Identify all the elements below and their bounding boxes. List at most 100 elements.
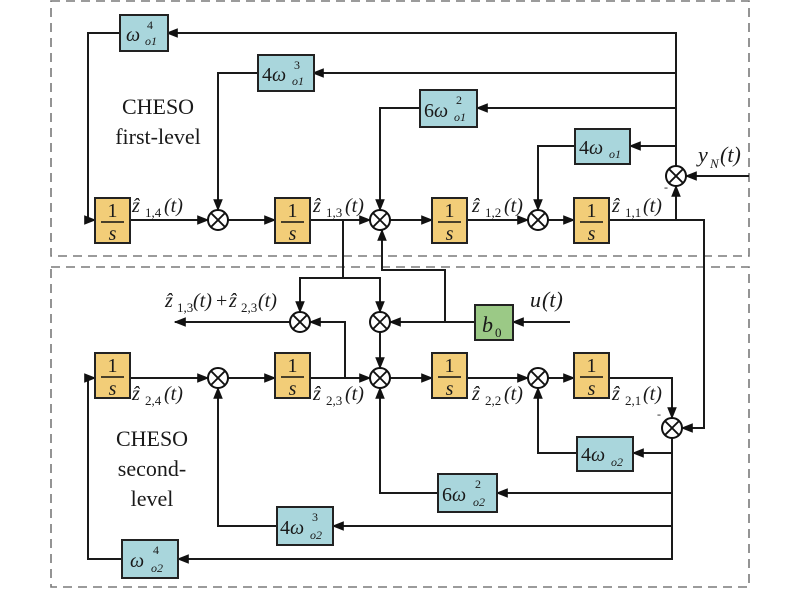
stage2-wires [84,373,677,564]
stage2-title-line2: second- [118,456,186,481]
stage2-sum-4-summing-junction-icon [207,367,229,389]
state-label-z23: ẑ 2,3 (t) [312,383,364,408]
svg-text:ẑ: ẑ [228,290,237,312]
svg-text:2,3: 2,3 [241,300,257,315]
stage2-sum-3-summing-junction-icon [369,367,391,389]
b0-gain-block: b 0 [474,304,514,341]
svg-text:(t): (t) [345,195,364,217]
svg-text:ẑ: ẑ [131,383,140,405]
svg-text:2,1: 2,1 [625,393,641,408]
b0-base: b [482,312,493,337]
output-label-z13-plus-z23: ẑ 1,3 (t) + ẑ 2,3 (t) [164,290,277,315]
integrator-numerator: 1 [288,200,298,222]
integrator-numerator: 1 [445,355,455,377]
integrator-numerator: 1 [288,355,298,377]
svg-text:1,3: 1,3 [177,300,193,315]
stage1-integrator-1: 1 s [573,197,610,245]
svg-text:(t): (t) [164,195,183,217]
stage2-integrator-2: 1 s [431,352,468,400]
stage1-title-line2: first-level [115,124,201,149]
stage1-error-sum-summing-junction-icon [665,165,687,187]
svg-text:(t): (t) [643,383,662,405]
integrator-numerator: 1 [108,200,118,222]
svg-text:4ω: 4ω [579,137,603,159]
svg-text:1,3: 1,3 [326,205,342,220]
svg-text:1,4: 1,4 [145,205,162,220]
input-label-yN: y N (t) [696,142,741,171]
svg-text:4ω: 4ω [262,64,286,86]
integrator-denominator: s [109,223,117,245]
state-label-z11: ẑ 1,1 (t) [611,195,662,220]
svg-text:N: N [709,156,720,171]
stage2-integrator-3: 1 s [274,352,311,400]
gain-subscript: o1 [292,74,304,88]
gain-4-omega-o2: 4ω o2 [576,436,634,472]
middle-wires [173,220,570,378]
svg-text:(t): (t) [504,195,523,217]
svg-text:ẑ: ẑ [312,195,321,217]
gain-subscript: o2 [611,455,623,469]
svg-text:4ω: 4ω [280,517,304,539]
gain-superscript: 4 [147,18,153,32]
state-label-z13: ẑ 1,3 (t) [312,195,364,220]
gain-4-omega-o1-3: 4ω 3 o1 [257,54,315,92]
svg-text:ω: ω [126,24,140,46]
gain-subscript: o1 [145,34,157,48]
state-label-z12: ẑ 1,2 (t) [471,195,523,220]
gain-4-omega-o2-3: 4ω 3 o2 [276,506,334,546]
integrator-numerator: 1 [108,355,118,377]
svg-text:ẑ: ẑ [471,383,480,405]
b0-sub: 0 [495,325,502,340]
stage2-integrator-1: 1 s [573,352,610,400]
state-label-z22: ẑ 2,2 (t) [471,383,523,408]
svg-text:ẑ: ẑ [312,383,321,405]
svg-text:(t): (t) [345,383,364,405]
svg-text:6ω: 6ω [442,484,466,506]
svg-text:u: u [530,287,541,312]
gain-omega-o1-4: ω 4 o1 [119,14,169,52]
svg-text:6ω: 6ω [424,100,448,122]
first-level-boundary [50,0,750,257]
svg-text:(t): (t) [643,195,662,217]
integrator-denominator: s [289,223,297,245]
svg-text:2,4: 2,4 [145,393,162,408]
gain-4-omega-o1: 4ω o1 [574,128,631,165]
stage1-sum-2-summing-junction-icon [527,209,549,231]
stage2-error-sum-summing-junction-icon [661,417,683,439]
middle-output-sum-summing-junction-icon [289,311,311,333]
stage2-integrator-4: 1 s [94,352,131,400]
integrator-denominator: s [446,378,454,400]
input-label-u: u (t) [530,287,563,312]
state-label-z24: ẑ 2,4 (t) [131,383,183,408]
integrator-denominator: s [289,378,297,400]
svg-text:4ω: 4ω [581,444,605,466]
integrator-numerator: 1 [445,200,455,222]
gain-subscript: o1 [609,147,621,161]
gain-superscript: 4 [153,543,159,557]
svg-text:(t): (t) [258,290,277,312]
integrator-denominator: s [588,378,596,400]
integrator-denominator: s [109,378,117,400]
svg-text:1,1: 1,1 [625,205,641,220]
svg-text:2,3: 2,3 [326,393,342,408]
gain-subscript: o2 [151,561,163,575]
stage1-integrator-2: 1 s [431,197,468,245]
stage2-sum-2-summing-junction-icon [527,367,549,389]
gain-superscript: 3 [312,510,318,524]
gain-superscript: 3 [294,58,300,72]
minus-sign: - [657,407,661,421]
svg-text:ẑ: ẑ [131,195,140,217]
integrator-numerator: 1 [587,200,597,222]
middle-b0-sum-summing-junction-icon [369,311,391,333]
svg-text:ẑ: ẑ [164,290,173,312]
svg-text:(t): (t) [504,383,523,405]
gain-omega-o2-4: ω 4 o2 [121,539,179,579]
svg-text:1,2: 1,2 [485,205,501,220]
stage1-wires [84,28,749,433]
gain-6-omega-o2-2: 6ω 2 o2 [437,473,498,513]
state-label-z21: ẑ 2,1 (t) [611,383,662,408]
stage2-title-line1: CHESO [116,426,188,451]
svg-text:ẑ: ẑ [611,383,620,405]
integrator-denominator: s [446,223,454,245]
